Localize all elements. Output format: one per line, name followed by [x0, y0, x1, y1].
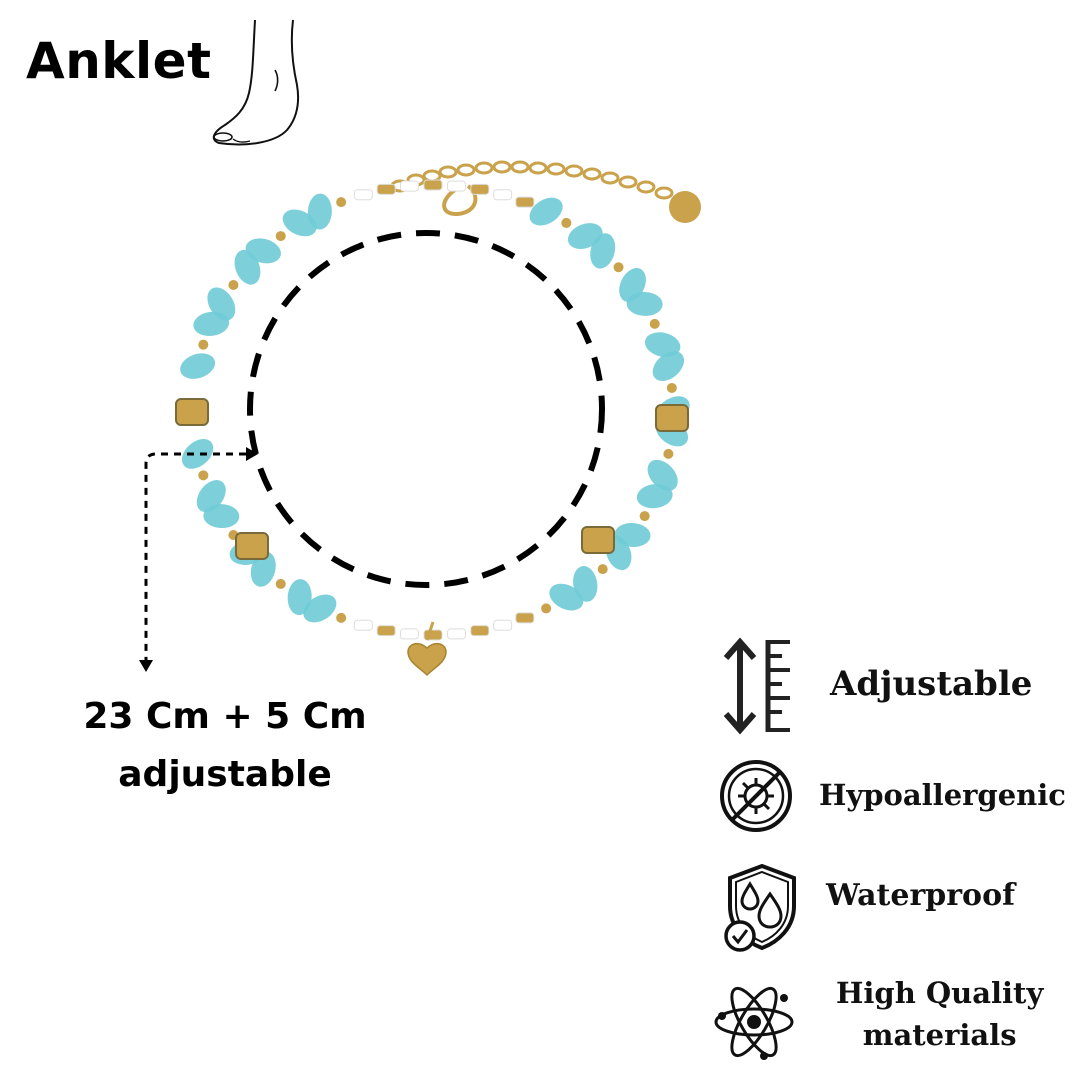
- stone-chip: [590, 233, 616, 269]
- gold-bead: [663, 448, 674, 459]
- stone-chip: [529, 197, 563, 226]
- seed-bead-gold: [376, 625, 396, 637]
- gold-bead: [198, 339, 209, 350]
- arrow-head-down: [139, 660, 153, 672]
- feature-hypoallergenic-label: Hypoallergenic: [819, 778, 1066, 812]
- stone-chip: [626, 291, 663, 316]
- seed-bead-white: [447, 180, 467, 192]
- gold-bead: [666, 382, 677, 393]
- stone-chip: [207, 287, 236, 321]
- dashed-arrow: [144, 452, 246, 660]
- gold-bead: [336, 612, 347, 623]
- water-shield-icon: [724, 863, 796, 952]
- feature-quality-line-1: High Quality: [836, 976, 1044, 1010]
- spacer-bead: [235, 532, 269, 560]
- gold-bead: [597, 564, 608, 575]
- size-label: 23 Cm + 5 Cm adjustable: [60, 688, 390, 804]
- gold-bead: [336, 197, 347, 208]
- seed-bead-white: [353, 189, 373, 201]
- seed-bead-gold: [515, 612, 535, 624]
- gold-bead: [613, 262, 624, 273]
- stone-chip: [196, 480, 226, 513]
- feature-waterproof-label: Waterproof: [826, 878, 1015, 913]
- bead-strand: [175, 179, 690, 641]
- tag-charm: [669, 191, 701, 223]
- arrow-head-right: [246, 447, 258, 461]
- seed-bead-gold: [376, 183, 396, 195]
- size-line-2: adjustable: [118, 754, 332, 795]
- atom-icon: [714, 986, 794, 1060]
- size-line-1: 23 Cm + 5 Cm: [83, 696, 367, 737]
- spacer-bead: [581, 526, 615, 554]
- feature-quality-line-2: materials: [862, 1018, 1017, 1052]
- gold-bead: [541, 603, 552, 614]
- stone-chip: [287, 579, 312, 616]
- spacer-bead: [175, 398, 209, 426]
- size-circle: [247, 230, 605, 588]
- gold-bead: [198, 470, 209, 481]
- seed-bead-gold: [470, 625, 490, 637]
- heart-charm: [407, 642, 447, 677]
- stone-chip: [549, 583, 584, 611]
- stone-chip: [282, 209, 317, 237]
- stone-chip: [647, 459, 678, 491]
- feature-quality-label: High Quality materials: [836, 972, 1043, 1056]
- gold-bead: [639, 511, 650, 522]
- gold-bead: [275, 578, 286, 589]
- seed-bead-white: [447, 628, 467, 640]
- seed-bead-white: [353, 619, 373, 631]
- stone-chip: [245, 238, 281, 264]
- stone-chip: [303, 594, 337, 623]
- stone-chip: [652, 351, 685, 382]
- seed-bead-white: [493, 619, 513, 631]
- stone-chip: [644, 332, 681, 358]
- ruler-arrow-icon: [723, 637, 790, 735]
- seed-bead-white: [493, 189, 513, 201]
- no-germs-icon: [720, 760, 792, 832]
- gold-bead: [275, 231, 286, 242]
- seed-bead-white: [399, 180, 419, 192]
- seed-bead-gold: [423, 179, 443, 191]
- seed-bead-white: [399, 628, 419, 640]
- gold-bead: [649, 318, 660, 329]
- page-title: Anklet: [26, 32, 212, 90]
- spacer-bead: [655, 404, 689, 432]
- feature-adjustable-label: Adjustable: [830, 664, 1033, 704]
- stone-chip: [307, 193, 332, 230]
- foot-icon: [212, 19, 300, 146]
- seed-bead-gold: [470, 183, 490, 195]
- stone-chip: [180, 353, 216, 379]
- seed-bead-gold: [515, 196, 535, 208]
- gold-bead: [228, 279, 239, 290]
- stone-chip: [181, 438, 214, 469]
- gold-bead: [561, 217, 572, 228]
- stone-chip: [636, 483, 673, 509]
